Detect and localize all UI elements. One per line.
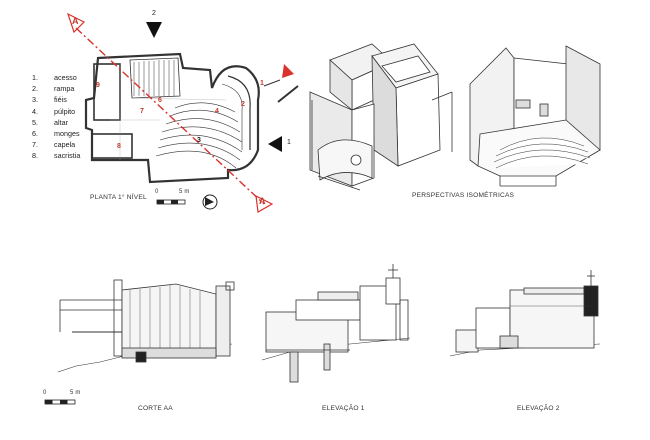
section-letter-bottom: A: [259, 196, 266, 206]
legend-text: púlpito: [54, 106, 76, 116]
entry-marker: [282, 64, 294, 78]
room-label-8: 8: [117, 143, 121, 150]
legend-number: 8.: [32, 151, 38, 161]
legend-row: 6. monges: [32, 128, 80, 139]
elevation-1-drawing: [261, 264, 411, 383]
legend-row: 2. rampa: [32, 83, 80, 94]
legend-text: fiéis: [54, 95, 67, 105]
legend-text: capela: [54, 140, 76, 150]
legend-number: 3.: [32, 95, 38, 105]
section-drawing: [57, 279, 235, 373]
legend-row: 1. acesso: [32, 72, 80, 83]
legend-row: 7. capela: [32, 139, 80, 150]
floor-plan: [84, 52, 299, 184]
perspective-interior: [469, 45, 601, 187]
plan-entry-ramp: [277, 85, 299, 103]
plan-stair-hatch: [133, 60, 175, 96]
room-label-7: 7: [140, 108, 144, 115]
legend-number: 2.: [32, 84, 38, 94]
plan-room-9: [93, 63, 121, 121]
legend-number: 6.: [32, 129, 38, 139]
legend-row: 4. púlpito: [32, 106, 80, 117]
perspective-exterior: [309, 43, 453, 191]
section-line-aa: [75, 27, 265, 205]
room-label-9: 9: [96, 82, 100, 89]
section-scale-start: 0: [43, 390, 47, 396]
north-arrow-icon: [202, 194, 218, 210]
section-scale-bar: [44, 399, 76, 405]
section-arrow-top: [66, 12, 86, 34]
plan-legend: 1. acesso 2. rampa 3. fiéis 4. púlpito 5. alt…: [32, 72, 80, 162]
view-marker-2-number: 2: [152, 10, 156, 17]
view-marker-2-arrow: [146, 22, 162, 38]
room-label-1: 1: [260, 80, 264, 87]
elevation-2-caption: ELEVAÇÃO 2: [517, 405, 560, 412]
view-marker-1-arrow: [268, 136, 282, 152]
plan-scale-start: 0: [155, 189, 159, 195]
plan-seating: [155, 102, 243, 169]
room-label-3: 3: [197, 137, 201, 144]
section-caption: CORTE AA: [138, 405, 173, 412]
legend-row: 3. fiéis: [32, 94, 80, 105]
plan-caption: PLANTA 1° NÍVEL: [90, 194, 147, 201]
section-scale-end: 5 m: [70, 390, 81, 396]
legend-text: rampa: [54, 84, 75, 94]
view-marker-1-number: 1: [287, 139, 291, 146]
legend-number: 4.: [32, 106, 38, 116]
room-label-4: 4: [215, 108, 219, 115]
legend-text: acesso: [54, 73, 77, 82]
plan-room-8: [91, 133, 133, 159]
legend-row: 8. sacristia: [32, 150, 80, 161]
elevation-1-caption: ELEVAÇÃO 1: [322, 405, 365, 412]
legend-number: 1.: [32, 73, 38, 82]
legend-text: sacristia: [54, 151, 81, 161]
plan-scale-end: 5 m: [179, 189, 190, 195]
section-arrow-bottom: [255, 194, 274, 213]
legend-number: 5.: [32, 117, 38, 127]
perspectives-caption: PERSPECTIVAS ISOMÉTRICAS: [412, 192, 515, 199]
plan-stair: [129, 57, 181, 99]
room-label-6: 6: [158, 97, 162, 104]
legend-text: altar: [54, 117, 68, 127]
elevation-2-drawing: [449, 270, 601, 357]
legend-row: 5. altar: [32, 117, 80, 128]
room-label-2: 2: [241, 101, 245, 108]
plan-scale-bar: [156, 199, 186, 205]
section-letter-top: A: [72, 16, 79, 26]
plan-ramp: [227, 75, 251, 150]
legend-text: monges: [54, 129, 80, 139]
legend-number: 7.: [32, 140, 38, 150]
plan-outer-wall: [84, 52, 260, 184]
